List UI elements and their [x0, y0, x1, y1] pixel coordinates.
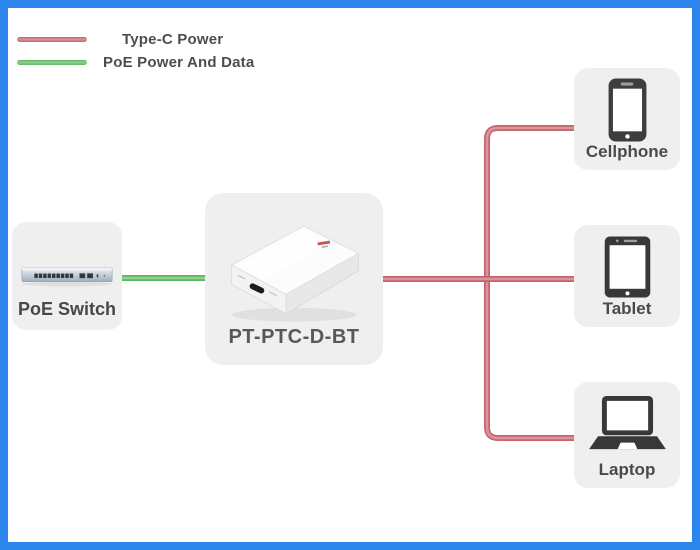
cellphone-icon [574, 78, 680, 142]
node-laptop: Laptop [574, 382, 680, 488]
poe-switch-icon [12, 262, 122, 288]
type-c-port [249, 283, 265, 294]
laptop-label: Laptop [598, 460, 656, 479]
legend-label-poe-power-and-data: PoE Power And Data [103, 54, 255, 71]
tablet-icon [574, 236, 680, 298]
node-tablet: Tablet [574, 225, 680, 327]
type-c-power-line-swatch [17, 37, 87, 42]
legend-label-type-c-power: Type-C Power [122, 31, 224, 48]
cellphone-label: Cellphone [585, 142, 669, 161]
poe-to-type-c-adapter-icon [205, 203, 383, 327]
laptop-icon [574, 396, 680, 453]
node-converter: PT-PTC-D-BT [205, 193, 383, 365]
node-poe-switch: PoE Switch [12, 222, 122, 330]
converter-label: PT-PTC-D-BT [228, 326, 360, 348]
type-c-power-lines [383, 125, 574, 441]
brand-logo-mark [317, 240, 331, 248]
poe-power-line-swatch [17, 60, 87, 65]
tablet-label: Tablet [602, 299, 652, 318]
poe-switch-label: PoE Switch [17, 299, 116, 319]
node-cellphone: Cellphone [574, 68, 680, 170]
